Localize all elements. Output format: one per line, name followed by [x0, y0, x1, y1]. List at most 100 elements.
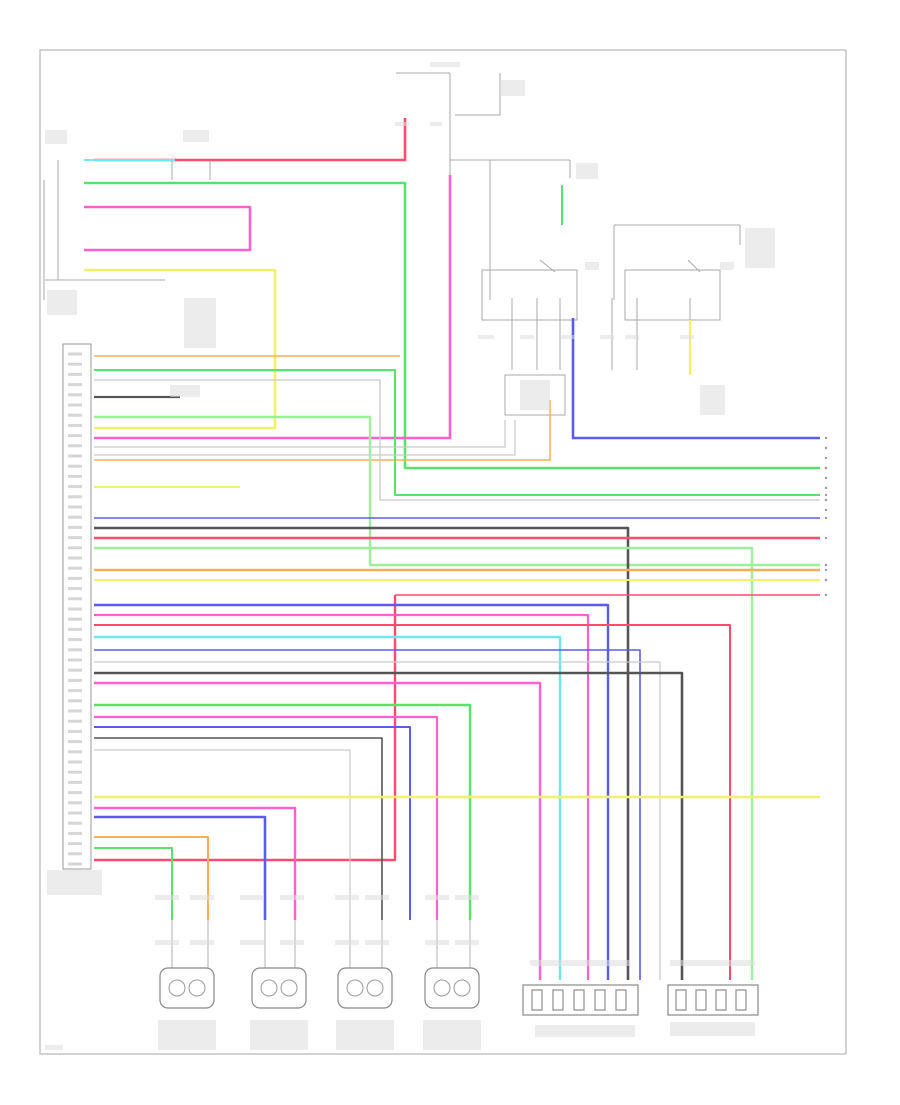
wheel-speed-sensor-group [159, 967, 480, 1009]
illegible-label-mark [455, 940, 479, 945]
illegible-label-mark [430, 122, 442, 126]
right-terminal-mark [824, 486, 828, 490]
illegible-label-mark [535, 1025, 635, 1037]
ecu-pin [68, 495, 82, 499]
right-terminal-mark [824, 563, 828, 567]
ecu-pin [68, 505, 82, 509]
illegible-label-mark [625, 335, 639, 339]
diagram-border [39, 49, 847, 1055]
illegible-label-mark [576, 163, 598, 179]
illegible-label-mark [500, 80, 525, 96]
illegible-label-mark [530, 960, 630, 966]
ecu-pin [68, 658, 82, 662]
ecu-pin [68, 515, 82, 519]
ecu-pin [68, 556, 82, 560]
ecu-pin-marks [68, 352, 82, 866]
ecu-pin [68, 597, 82, 601]
illegible-label-mark [520, 380, 550, 410]
illegible-label-mark [365, 895, 389, 900]
ecu-pin [68, 862, 82, 866]
ecu-pin [68, 474, 82, 478]
connector-pin [715, 989, 727, 1011]
ecu-pin [68, 454, 82, 458]
right-terminal-mark [824, 466, 828, 470]
illegible-label-mark [425, 940, 449, 945]
steering-sensor-connector [522, 984, 639, 1016]
illegible-label-mark [184, 298, 216, 348]
right-terminal-mark [824, 493, 828, 497]
illegible-label-mark [395, 122, 409, 126]
ecu-pin [68, 801, 82, 805]
wire-orange-ecu-32 [94, 836, 209, 920]
right-terminal-mark [824, 436, 828, 440]
ecu-pin [68, 464, 82, 468]
illegible-label-mark [155, 895, 179, 900]
ecu-pin [68, 699, 82, 703]
ecu-pin [68, 413, 82, 417]
connector-pin [675, 989, 687, 1011]
ecu-pin [68, 740, 82, 744]
wire-lightgreen-ecu-5 [94, 415, 820, 567]
ecu-pin [68, 842, 82, 846]
illegible-label-mark [190, 940, 214, 945]
wire-blue-ecu-31 [94, 815, 267, 920]
wire-faint-ecu-7 [94, 420, 516, 456]
ecu-pin [68, 709, 82, 713]
ecu-pin [68, 729, 82, 733]
ecu-pin [68, 750, 82, 754]
right-terminal-mark [824, 516, 828, 520]
ecu-pin [68, 434, 82, 438]
illegible-label-mark [47, 870, 102, 895]
ecu-pin [68, 689, 82, 693]
wheel-sensor-fr [159, 967, 215, 1009]
wire-faint-ecu-6 [94, 420, 506, 448]
ecu-pin [68, 566, 82, 570]
wire-faint-ecu-28 [94, 749, 351, 920]
illegible-label-mark [455, 895, 479, 900]
ecu-pin [68, 444, 82, 448]
wire-green-top [84, 181, 820, 470]
ecu-pin [68, 372, 82, 376]
illegible-label-mark [425, 895, 449, 900]
illegible-label-mark [335, 940, 359, 945]
connector-pin [615, 989, 627, 1011]
ecu-pin [68, 811, 82, 815]
connector-pin [735, 989, 747, 1011]
right-terminal-mark [824, 578, 828, 582]
right-terminal-mark [824, 498, 828, 502]
illegible-label-mark [155, 940, 179, 945]
wheel-sensor-rl [424, 967, 480, 1009]
right-terminal-mark [824, 568, 828, 572]
illegible-label-mark [600, 335, 614, 339]
wire-red-door-lock [94, 118, 407, 162]
ecu-pin [68, 423, 82, 427]
illegible-label-mark [423, 1020, 481, 1050]
illegible-label-mark [158, 1020, 216, 1050]
ecu-pin [68, 668, 82, 672]
wire-dark-ecu-22 [94, 671, 684, 980]
wire-faint-ecu-21 [94, 661, 661, 980]
wire-cyan-ecu-19 [94, 635, 562, 980]
right-terminal-mark [824, 536, 828, 540]
wire-pink-ecu-23 [94, 681, 542, 980]
right-terminal-mark [824, 593, 828, 597]
illegible-label-mark [670, 960, 755, 966]
illegible-label-mark [520, 335, 534, 339]
ecu-pin [68, 485, 82, 489]
illegible-label-mark [335, 895, 359, 900]
wire-orange-relay [94, 400, 551, 461]
connector-pin [594, 989, 606, 1011]
wire-pink-ecu-30 [94, 806, 297, 920]
ecu-pin [68, 383, 82, 387]
ecu-pin [68, 576, 82, 580]
ecu-pin [68, 393, 82, 397]
illegible-label-mark [280, 940, 304, 945]
connector-pin [531, 989, 543, 1011]
wire-red-ecu-18 [94, 624, 731, 980]
right-terminal-marks [824, 436, 828, 597]
ecu-pin [68, 536, 82, 540]
right-terminal-mark [824, 456, 828, 460]
wheel-sensor-rr [337, 967, 393, 1009]
